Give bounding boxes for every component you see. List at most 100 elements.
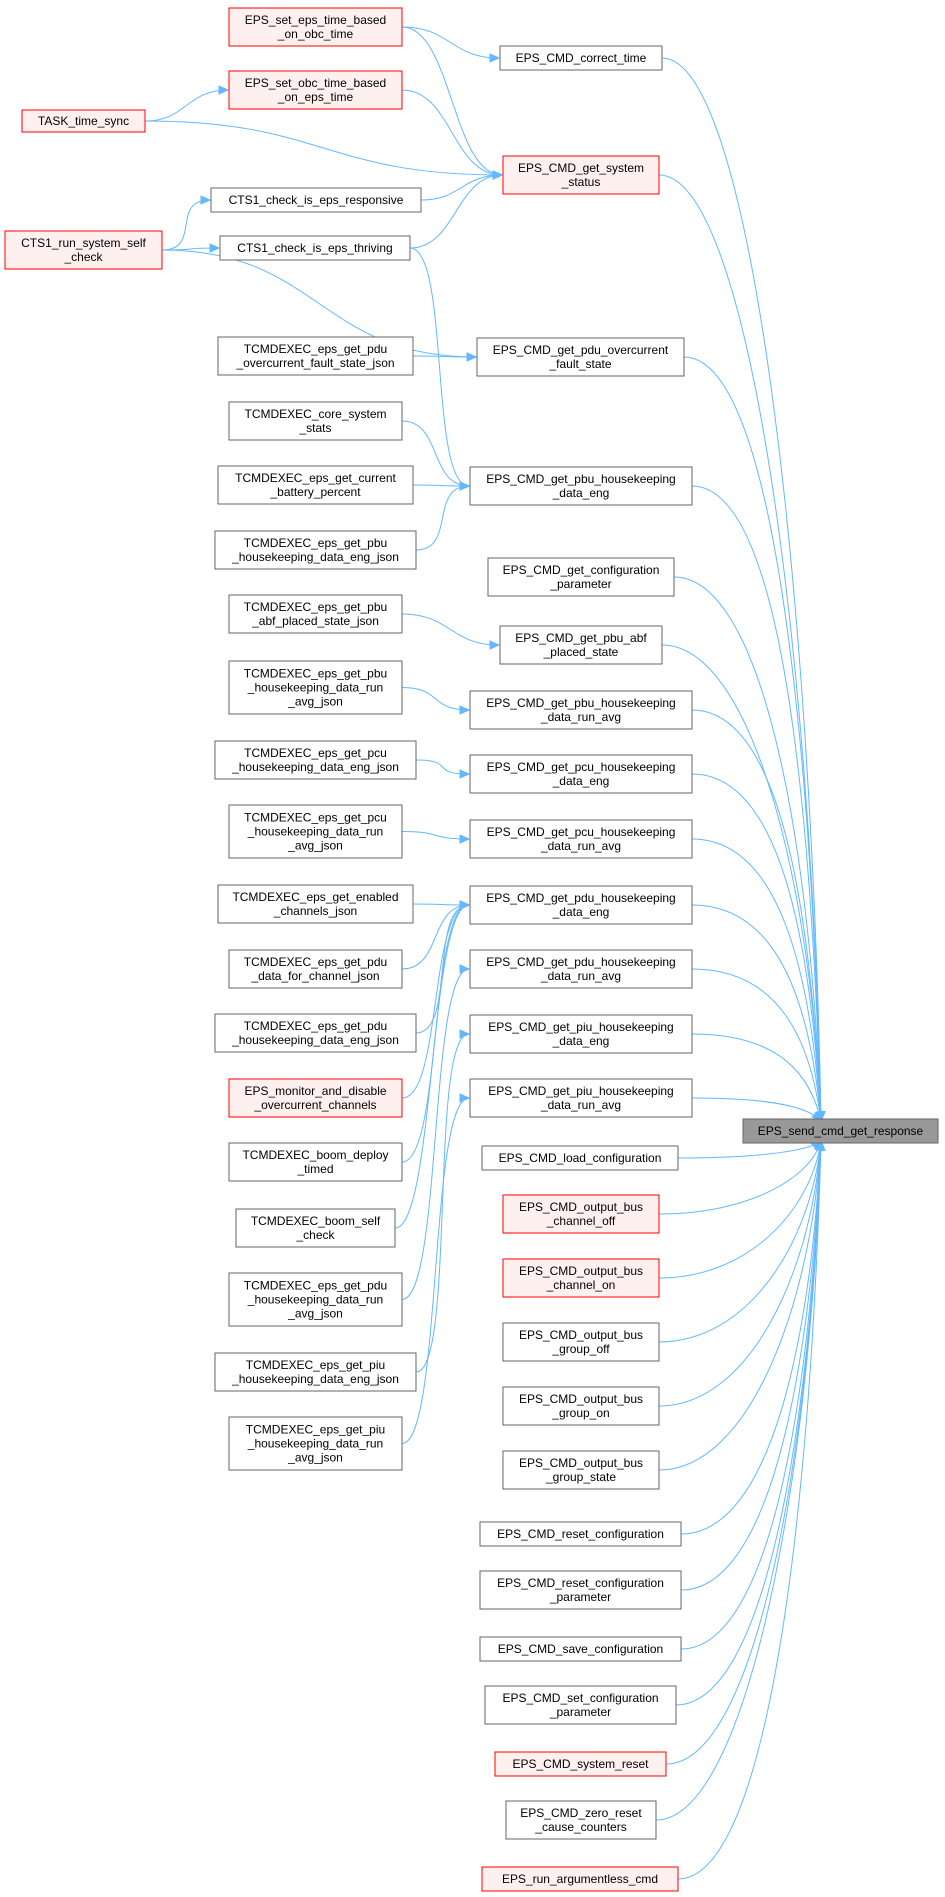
graph-node-pdu-overcurrent[interactable]: EPS_CMD_get_pdu_overcurrent_fault_state bbox=[476, 337, 685, 377]
node-label-line: TCMDEXEC_boom_deploy bbox=[242, 1148, 388, 1162]
edge-line bbox=[680, 1140, 822, 1650]
edge-line bbox=[401, 968, 470, 1300]
graph-node-tc-pdu-hk-eng-json[interactable]: TCMDEXEC_eps_get_pdu_housekeeping_data_e… bbox=[214, 1013, 417, 1053]
edge-line bbox=[409, 174, 503, 249]
graph-node-tc-piu-hk-run-avg-json[interactable]: TCMDEXEC_eps_get_piu_housekeeping_data_r… bbox=[228, 1416, 403, 1471]
node-box bbox=[21, 109, 146, 133]
edge-arrowhead bbox=[218, 85, 230, 95]
graph-node-tc-pdu-overcurrent-json[interactable]: TCMDEXEC_eps_get_pdu_overcurrent_fault_s… bbox=[217, 336, 414, 376]
graph-node-pbu-hk-eng[interactable]: EPS_CMD_get_pbu_housekeeping_data_eng bbox=[469, 466, 693, 506]
graph-node-tc-core-stats[interactable]: TCMDEXEC_core_system_stats bbox=[228, 401, 403, 441]
node-box bbox=[502, 1450, 660, 1490]
node-label-line: _check bbox=[295, 1228, 335, 1242]
graph-node-tc-pbu-abf-json[interactable]: TCMDEXEC_eps_get_pbu_abf_placed_state_js… bbox=[228, 594, 403, 634]
node-label-line: _data_run_avg bbox=[540, 969, 621, 983]
graph-node-reset-config-param[interactable]: EPS_CMD_reset_configuration_parameter bbox=[479, 1570, 682, 1610]
node-box bbox=[228, 594, 403, 634]
graph-node-bus-channel-on[interactable]: EPS_CMD_output_bus_channel_on bbox=[502, 1258, 660, 1298]
graph-node-pcu-hk-eng[interactable]: EPS_CMD_get_pcu_housekeeping_data_eng bbox=[469, 754, 693, 794]
graph-node-cts1-self-check[interactable]: CTS1_run_system_self_check bbox=[4, 230, 163, 270]
graph-node-get-system-status[interactable]: EPS_CMD_get_system_status bbox=[502, 155, 660, 195]
graph-node-save-config[interactable]: EPS_CMD_save_configuration bbox=[479, 1636, 682, 1662]
graph-node-pbu-abf[interactable]: EPS_CMD_get_pbu_abf_placed_state bbox=[499, 625, 663, 665]
graph-node-zero-reset[interactable]: EPS_CMD_zero_reset_cause_counters bbox=[505, 1800, 657, 1840]
graph-node-pcu-hk-run-avg[interactable]: EPS_CMD_get_pcu_housekeeping_data_run_av… bbox=[469, 819, 693, 859]
graph-node-pdu-hk-run-avg[interactable]: EPS_CMD_get_pdu_housekeeping_data_run_av… bbox=[469, 949, 693, 989]
edge-line bbox=[691, 1033, 822, 1122]
node-box bbox=[469, 1078, 693, 1118]
edge-line bbox=[161, 249, 477, 358]
call-edge bbox=[691, 709, 826, 1123]
graph-node-task-time-sync[interactable]: TASK_time_sync bbox=[21, 109, 146, 133]
graph-node-tc-piu-hk-eng-json[interactable]: TCMDEXEC_eps_get_piu_housekeeping_data_e… bbox=[214, 1352, 417, 1392]
node-label-line: EPS_CMD_save_configuration bbox=[498, 1642, 663, 1656]
node-label-line: _data_run_avg bbox=[540, 839, 621, 853]
edge-line bbox=[691, 709, 822, 1122]
graph-node-correct-time[interactable]: EPS_CMD_correct_time bbox=[499, 45, 663, 71]
graph-node-bus-channel-off[interactable]: EPS_CMD_output_bus_channel_off bbox=[502, 1194, 660, 1234]
edge-line bbox=[658, 1140, 822, 1343]
node-box bbox=[219, 235, 411, 261]
graph-node-bus-group-state[interactable]: EPS_CMD_output_bus_group_state bbox=[502, 1450, 660, 1490]
edge-line bbox=[665, 1140, 822, 1765]
graph-node-cts1-responsive[interactable]: CTS1_check_is_eps_responsive bbox=[210, 187, 422, 213]
graph-node-tc-pcu-hk-run-avg-json[interactable]: TCMDEXEC_eps_get_pcu_housekeeping_data_r… bbox=[228, 804, 403, 859]
graph-node-set-obc-time[interactable]: EPS_set_obc_time_based_on_eps_time bbox=[228, 70, 403, 110]
node-box bbox=[476, 337, 685, 377]
call-edge bbox=[658, 1139, 825, 1343]
graph-node-tc-pbu-hk-run-avg-json[interactable]: TCMDEXEC_eps_get_pbu_housekeeping_data_r… bbox=[228, 660, 403, 715]
call-edge bbox=[415, 759, 471, 779]
node-box bbox=[469, 819, 693, 859]
graph-node-get-config-param[interactable]: EPS_CMD_get_configuration_parameter bbox=[487, 557, 675, 597]
node-box bbox=[4, 230, 163, 270]
graph-node-monitor-overcurrent[interactable]: EPS_monitor_and_disable_overcurrent_chan… bbox=[228, 1078, 403, 1118]
graph-node-argless[interactable]: EPS_run_argumentless_cmd bbox=[481, 1866, 679, 1892]
node-label-line: _parameter bbox=[549, 1590, 611, 1604]
graph-node-tc-battery-percent[interactable]: TCMDEXEC_eps_get_current_battery_percent bbox=[217, 465, 414, 505]
graph-node-piu-hk-run-avg[interactable]: EPS_CMD_get_piu_housekeeping_data_run_av… bbox=[469, 1078, 693, 1118]
graph-node-pbu-hk-run-avg[interactable]: EPS_CMD_get_pbu_housekeeping_data_run_av… bbox=[469, 690, 693, 730]
edge-line bbox=[655, 1140, 822, 1821]
graph-node-tc-pdu-channel-json[interactable]: TCMDEXEC_eps_get_pdu_data_for_channel_js… bbox=[228, 949, 403, 989]
graph-node-tc-boom-self-check[interactable]: TCMDEXEC_boom_self_check bbox=[235, 1208, 396, 1248]
call-edge bbox=[144, 85, 230, 122]
graph-node-system-reset[interactable]: EPS_CMD_system_reset bbox=[494, 1751, 667, 1777]
graph-node-cts1-thriving[interactable]: CTS1_check_is_eps_thriving bbox=[219, 235, 411, 261]
graph-node-bus-group-on[interactable]: EPS_CMD_output_bus_group_on bbox=[502, 1386, 660, 1426]
graph-node-tc-pdu-hk-run-avg-json[interactable]: TCMDEXEC_eps_get_pdu_housekeeping_data_r… bbox=[228, 1272, 403, 1327]
graph-node-set-config-param[interactable]: EPS_CMD_set_configuration_parameter bbox=[484, 1685, 677, 1725]
call-edge bbox=[401, 900, 471, 1099]
node-box bbox=[502, 1322, 660, 1362]
graph-node-pdu-hk-eng[interactable]: EPS_CMD_get_pdu_housekeeping_data_eng bbox=[469, 885, 693, 925]
node-label-line: CTS1_run_system_self bbox=[21, 236, 146, 250]
graph-node-reset-config[interactable]: EPS_CMD_reset_configuration bbox=[479, 1521, 682, 1547]
graph-node-tc-enabled-channels-json[interactable]: TCMDEXEC_eps_get_enabled_channels_json bbox=[217, 884, 414, 924]
node-label-line: _data_run_avg bbox=[540, 710, 621, 724]
node-label-line: TCMDEXEC_eps_get_piu bbox=[246, 1358, 385, 1372]
edge-line bbox=[401, 613, 500, 646]
node-label-line: _avg_json bbox=[287, 695, 343, 709]
graph-node-bus-group-off[interactable]: EPS_CMD_output_bus_group_off bbox=[502, 1322, 660, 1362]
node-label-line: EPS_set_eps_time_based bbox=[245, 13, 386, 27]
edge-line bbox=[677, 1140, 822, 1880]
call-edge bbox=[691, 838, 826, 1123]
node-label-line: _overcurrent_channels bbox=[253, 1098, 376, 1112]
node-label-line: _on_obc_time bbox=[277, 27, 354, 41]
edge-line bbox=[401, 89, 503, 176]
graph-node-load-config[interactable]: EPS_CMD_load_configuration bbox=[481, 1145, 679, 1171]
graph-node-tc-pbu-hk-eng-json[interactable]: TCMDEXEC_eps_get_pbu_housekeeping_data_e… bbox=[214, 530, 417, 570]
call-edge bbox=[409, 170, 504, 249]
graph-node-send-cmd[interactable]: EPS_send_cmd_get_response bbox=[742, 1118, 939, 1144]
edge-arrowhead bbox=[459, 769, 471, 779]
call-edge bbox=[412, 352, 478, 362]
node-label-line: _channel_off bbox=[546, 1214, 616, 1228]
node-box bbox=[228, 1416, 403, 1471]
graph-node-tc-pcu-hk-eng-json[interactable]: TCMDEXEC_eps_get_pcu_housekeeping_data_e… bbox=[214, 740, 417, 780]
node-box bbox=[214, 740, 417, 780]
edge-line bbox=[661, 57, 822, 1122]
node-box bbox=[499, 45, 663, 71]
graph-node-tc-boom-deploy[interactable]: TCMDEXEC_boom_deploy_timed bbox=[228, 1142, 403, 1182]
graph-node-piu-hk-eng[interactable]: EPS_CMD_get_piu_housekeeping_data_eng bbox=[469, 1014, 693, 1054]
graph-node-set-eps-time[interactable]: EPS_set_eps_time_based_on_obc_time bbox=[228, 7, 403, 47]
